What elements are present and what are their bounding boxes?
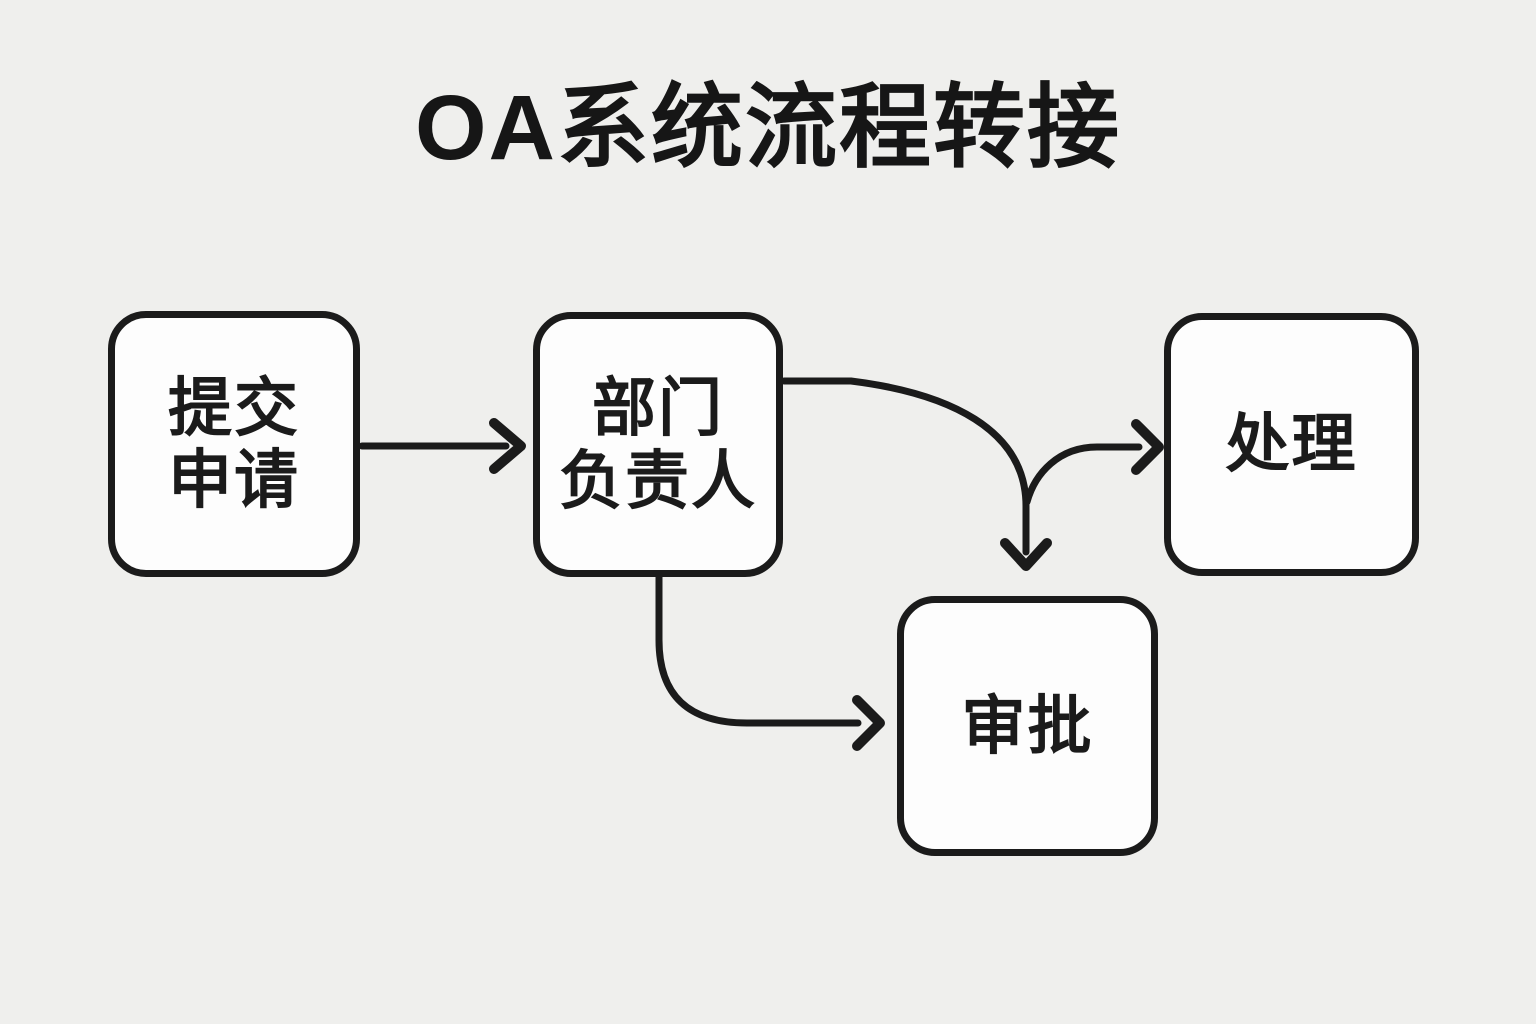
node-handle: 处理 [1164, 313, 1419, 576]
arrow-manager-to-approval-bottom [655, 573, 885, 751]
diagram-title: OA系统流程转接 [414, 77, 1121, 179]
arrow-fork-to-handle [1023, 419, 1164, 506]
node-label-line: 提交 [168, 371, 300, 444]
node-handle-label: 处理 [1226, 408, 1358, 480]
node-approval-label: 审批 [962, 690, 1094, 762]
node-submit-application-label: 提交 申请 [168, 372, 300, 517]
node-approval: 审批 [897, 596, 1158, 856]
arrow-submit-to-manager [358, 418, 526, 474]
node-label-line: 处理 [1225, 408, 1358, 481]
node-label-line: 部门 [592, 372, 724, 445]
node-label-line: 负责人 [559, 444, 757, 517]
node-label-line: 审批 [961, 689, 1094, 762]
arrow-manager-to-approval-top [780, 377, 1052, 571]
node-department-manager-label: 部门 负责人 [559, 372, 757, 517]
node-department-manager: 部门 负责人 [533, 312, 783, 577]
node-label-line: 申请 [168, 444, 300, 516]
node-submit-application: 提交 申请 [108, 311, 360, 577]
